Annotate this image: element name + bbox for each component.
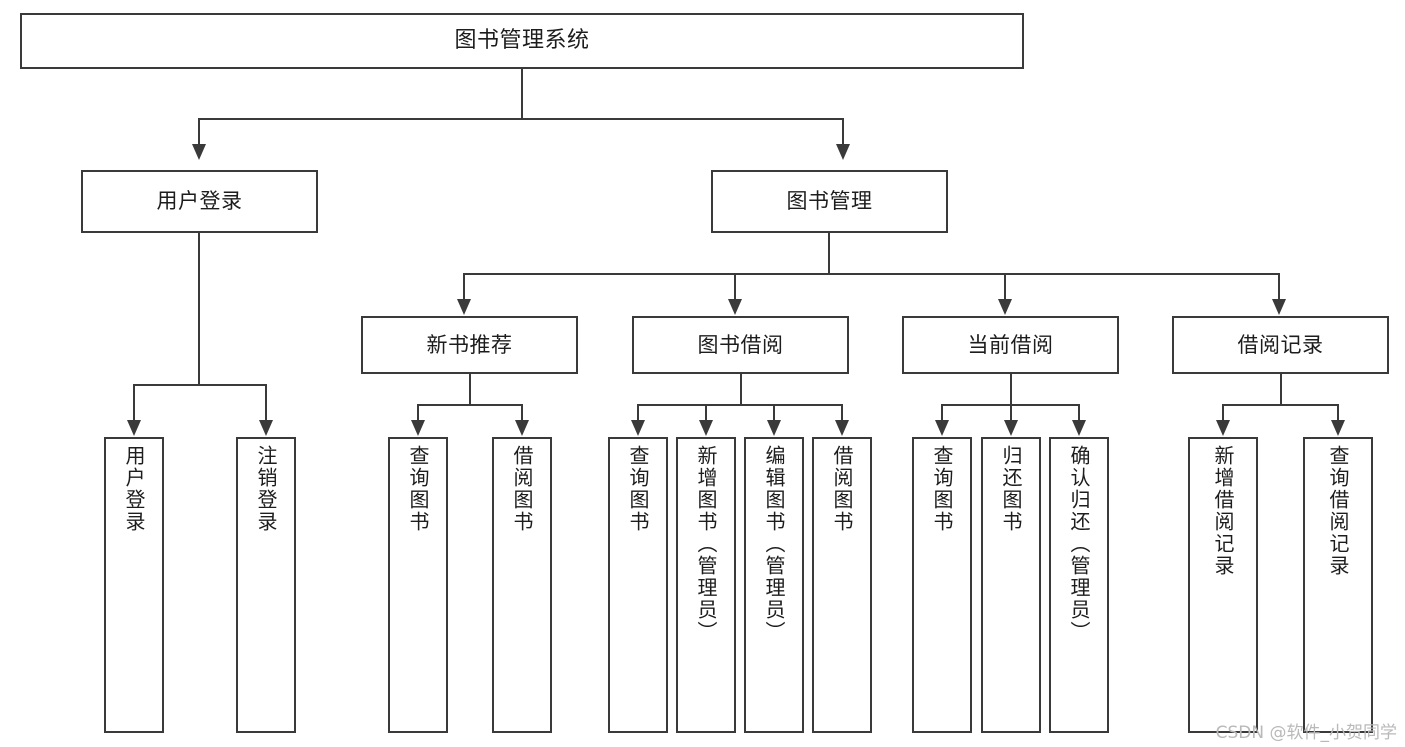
node-user-login[interactable]: 用户登录 — [81, 170, 318, 233]
node-root-book-management-system[interactable]: 图书管理系统 — [20, 13, 1024, 69]
node-label: 查询借阅记录 — [1326, 445, 1350, 577]
leaf-edit-book-admin[interactable]: 编辑图书（管理员） — [744, 437, 804, 733]
leaf-user-login[interactable]: 用户登录 — [104, 437, 164, 733]
arrow-to-leaf-query-record — [1331, 420, 1345, 436]
connector-root-bar — [198, 118, 844, 120]
connector-current-borrow-stem — [1010, 374, 1012, 405]
connector-user-login-drop-2 — [265, 384, 267, 420]
connector-book-borrow-stem — [740, 374, 742, 405]
arrow-to-leaf-add-book — [699, 420, 713, 436]
connector-book-borrow-drop-1 — [637, 404, 639, 420]
arrow-to-leaf-edit-book — [767, 420, 781, 436]
leaf-logout[interactable]: 注销登录 — [236, 437, 296, 733]
node-label: 新增借阅记录 — [1211, 445, 1235, 577]
arrow-to-leaf-return-book — [1004, 420, 1018, 436]
connector-user-login-stem — [198, 233, 200, 385]
connector-root-stem — [521, 69, 523, 119]
node-book-management[interactable]: 图书管理 — [711, 170, 948, 233]
node-label: 图书借阅 — [697, 332, 784, 357]
node-label: 借阅记录 — [1237, 332, 1324, 357]
arrow-to-leaf-add-record — [1216, 420, 1230, 436]
node-label: 确认归还（管理员） — [1067, 445, 1091, 643]
node-label: 归还图书 — [999, 445, 1023, 533]
connector-current-borrow-drop-3 — [1078, 404, 1080, 420]
leaf-return-book[interactable]: 归还图书 — [981, 437, 1041, 733]
arrow-to-borrow-record — [1272, 299, 1286, 315]
node-label: 图书管理系统 — [454, 28, 590, 54]
arrow-to-leaf-confirm-return — [1072, 420, 1086, 436]
arrow-to-new-book-recommend — [457, 299, 471, 315]
node-label: 查询图书 — [930, 445, 954, 533]
node-label: 查询图书 — [406, 445, 430, 533]
connector-user-login-drop-1 — [133, 384, 135, 420]
leaf-query-book-recommend[interactable]: 查询图书 — [388, 437, 448, 733]
leaf-add-book-admin[interactable]: 新增图书（管理员） — [676, 437, 736, 733]
connector-borrow-record-bar — [1222, 404, 1339, 406]
leaf-confirm-return-admin[interactable]: 确认归还（管理员） — [1049, 437, 1109, 733]
node-label: 新书推荐 — [426, 332, 513, 357]
arrow-to-book-management — [836, 144, 850, 160]
leaf-add-borrow-record[interactable]: 新增借阅记录 — [1188, 437, 1258, 733]
connector-lvl3-drop-1 — [463, 273, 465, 299]
arrow-to-leaf-user-login — [127, 420, 141, 436]
connector-borrow-record-drop-2 — [1337, 404, 1339, 420]
node-label: 图书管理 — [786, 189, 873, 214]
arrow-to-book-borrow — [728, 299, 742, 315]
node-label: 借阅图书 — [830, 445, 854, 533]
arrow-to-leaf-borrow-book-b — [835, 420, 849, 436]
connector-new-book-stem — [469, 374, 471, 405]
connector-lvl3-drop-4 — [1278, 273, 1280, 299]
connector-root-drop-right — [842, 118, 844, 144]
arrow-to-leaf-borrow-book-a — [515, 420, 529, 436]
arrow-to-leaf-query-book-a — [411, 420, 425, 436]
node-label: 查询图书 — [626, 445, 650, 533]
connector-book-borrow-drop-2 — [705, 404, 707, 420]
node-label: 新增图书（管理员） — [694, 445, 718, 643]
node-current-borrow[interactable]: 当前借阅 — [902, 316, 1119, 374]
connector-new-book-bar — [417, 404, 522, 406]
connector-book-management-bar — [463, 273, 1280, 275]
node-label: 借阅图书 — [510, 445, 534, 533]
connector-new-book-drop-2 — [521, 404, 523, 420]
node-label: 用户登录 — [156, 189, 243, 214]
connector-borrow-record-drop-1 — [1222, 404, 1224, 420]
connector-book-borrow-bar — [637, 404, 843, 406]
node-label: 注销登录 — [254, 445, 278, 533]
connector-current-borrow-drop-2 — [1010, 404, 1012, 420]
arrow-to-leaf-query-book-b — [631, 420, 645, 436]
node-label: 编辑图书（管理员） — [762, 445, 786, 643]
arrow-to-current-borrow — [998, 299, 1012, 315]
arrow-to-user-login — [192, 144, 206, 160]
leaf-borrow-book[interactable]: 借阅图书 — [812, 437, 872, 733]
connector-book-borrow-drop-3 — [773, 404, 775, 420]
connector-lvl3-drop-3 — [1004, 273, 1006, 299]
leaf-query-book-borrow[interactable]: 查询图书 — [608, 437, 668, 733]
node-new-book-recommend[interactable]: 新书推荐 — [361, 316, 578, 374]
connector-lvl3-drop-2 — [734, 273, 736, 299]
connector-book-management-stem — [828, 233, 830, 274]
node-book-borrow[interactable]: 图书借阅 — [632, 316, 849, 374]
connector-root-drop-left — [198, 118, 200, 144]
arrow-to-leaf-logout — [259, 420, 273, 436]
connector-current-borrow-drop-1 — [941, 404, 943, 420]
leaf-borrow-book-recommend[interactable]: 借阅图书 — [492, 437, 552, 733]
node-label: 当前借阅 — [967, 332, 1054, 357]
leaf-query-book-current[interactable]: 查询图书 — [912, 437, 972, 733]
connector-user-login-bar — [133, 384, 266, 386]
node-label: 用户登录 — [122, 445, 146, 533]
node-borrow-record[interactable]: 借阅记录 — [1172, 316, 1389, 374]
connector-new-book-drop-1 — [417, 404, 419, 420]
leaf-query-borrow-record[interactable]: 查询借阅记录 — [1303, 437, 1373, 733]
connector-borrow-record-stem — [1280, 374, 1282, 405]
arrow-to-leaf-query-book-c — [935, 420, 949, 436]
connector-book-borrow-drop-4 — [841, 404, 843, 420]
